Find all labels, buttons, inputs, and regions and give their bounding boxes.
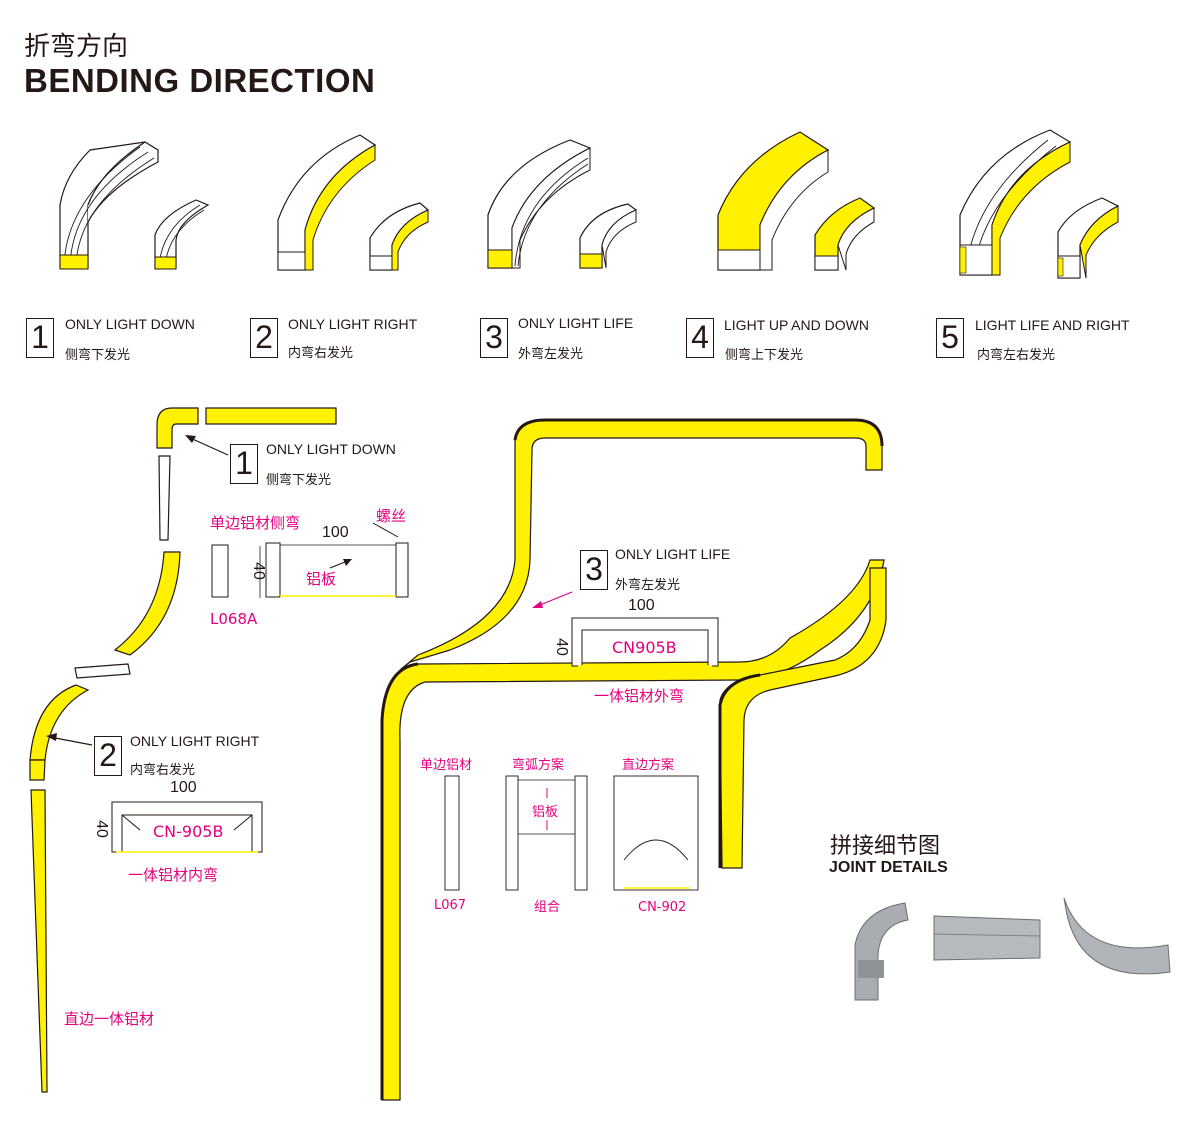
direction-4-cn: 侧弯上下发光 (725, 348, 804, 363)
illus-2-small (369, 202, 430, 271)
illus-4-small (814, 197, 876, 271)
page-title-en: BENDING DIRECTION (24, 62, 376, 99)
direction-5-cn: 内弯左右发光 (977, 348, 1056, 363)
illus-2-large (277, 134, 377, 271)
joint-photo-1 (854, 902, 909, 1001)
l068a-width: 100 (322, 524, 349, 541)
callout-2-en: ONLY LIGHT RIGHT (130, 733, 260, 749)
illus-4-large (717, 131, 830, 271)
l068a-plate-label: 铝板 (306, 570, 337, 588)
profile-straight-model: CN-902 (638, 900, 687, 915)
cn905b-inner-model: CN-905B (153, 822, 224, 841)
illus-3-small (579, 203, 638, 269)
callout-1-number: 1 (230, 444, 258, 484)
illus-1-large (59, 141, 159, 270)
cn905b-inner-caption: 一体铝材内弯 (128, 866, 219, 884)
direction-5-en: LIGHT LIFE AND RIGHT (975, 317, 1130, 333)
profile-arc-model: 组合 (534, 900, 561, 915)
illus-1-small (154, 199, 210, 270)
cn905b-outer-model: CN905B (612, 638, 677, 657)
joint-title-cn: 拼接细节图 (830, 834, 941, 859)
callout-2-number: 2 (94, 736, 122, 776)
profile-single-model: L067 (434, 898, 467, 913)
l068a-title: 单边铝材侧弯 (210, 514, 301, 532)
callout-3-cn: 外弯左发光 (615, 578, 681, 593)
straight-profile-label: 直边一体铝材 (64, 1010, 155, 1028)
profile-straight-title: 直边方案 (622, 758, 675, 773)
illus-5-large (959, 129, 1072, 276)
cn905b-inner-width: 100 (170, 779, 197, 796)
direction-3-number: 3 (480, 318, 508, 358)
direction-4-number: 4 (686, 318, 714, 358)
direction-2-number: 2 (250, 318, 278, 358)
joint-photo-2 (933, 915, 1041, 961)
callout-3-number: 3 (580, 550, 608, 590)
direction-1-en: ONLY LIGHT DOWN (65, 316, 195, 332)
callout-1-cn: 侧弯下发光 (266, 473, 332, 488)
direction-4-en: LIGHT UP AND DOWN (724, 317, 869, 333)
profile-arc-plate: 铝板 (532, 805, 559, 820)
page-title-cn: 折弯方向 (24, 32, 129, 62)
cn905b-outer-caption: 一体铝材外弯 (594, 687, 685, 705)
illus-5-small (1057, 197, 1120, 279)
direction-2-en: ONLY LIGHT RIGHT (288, 316, 418, 332)
direction-2-cn: 内弯右发光 (288, 346, 354, 361)
direction-3-cn: 外弯左发光 (518, 347, 584, 362)
profile-single-title: 单边铝材 (420, 758, 473, 773)
direction-1-cn: 侧弯下发光 (65, 348, 131, 363)
profile-arc-title: 弯弧方案 (512, 758, 565, 773)
cn905b-outer-width: 100 (628, 597, 655, 614)
callout-1-en: ONLY LIGHT DOWN (266, 441, 396, 457)
bending-direction-illustrations (59, 129, 1120, 279)
l068a-screw-label: 螺丝 (376, 507, 407, 525)
l068a-model: L068A (210, 610, 258, 628)
direction-5-number: 5 (936, 318, 964, 358)
direction-1-number: 1 (26, 318, 54, 358)
direction-3-en: ONLY LIGHT LIFE (518, 315, 634, 331)
joint-title-en: JOINT DETAILS (829, 859, 948, 876)
callout-2-cn: 内弯右发光 (130, 763, 196, 778)
joint-photo-3 (1063, 897, 1171, 975)
illus-3-large (487, 139, 592, 269)
callout-3-en: ONLY LIGHT LIFE (615, 546, 731, 562)
